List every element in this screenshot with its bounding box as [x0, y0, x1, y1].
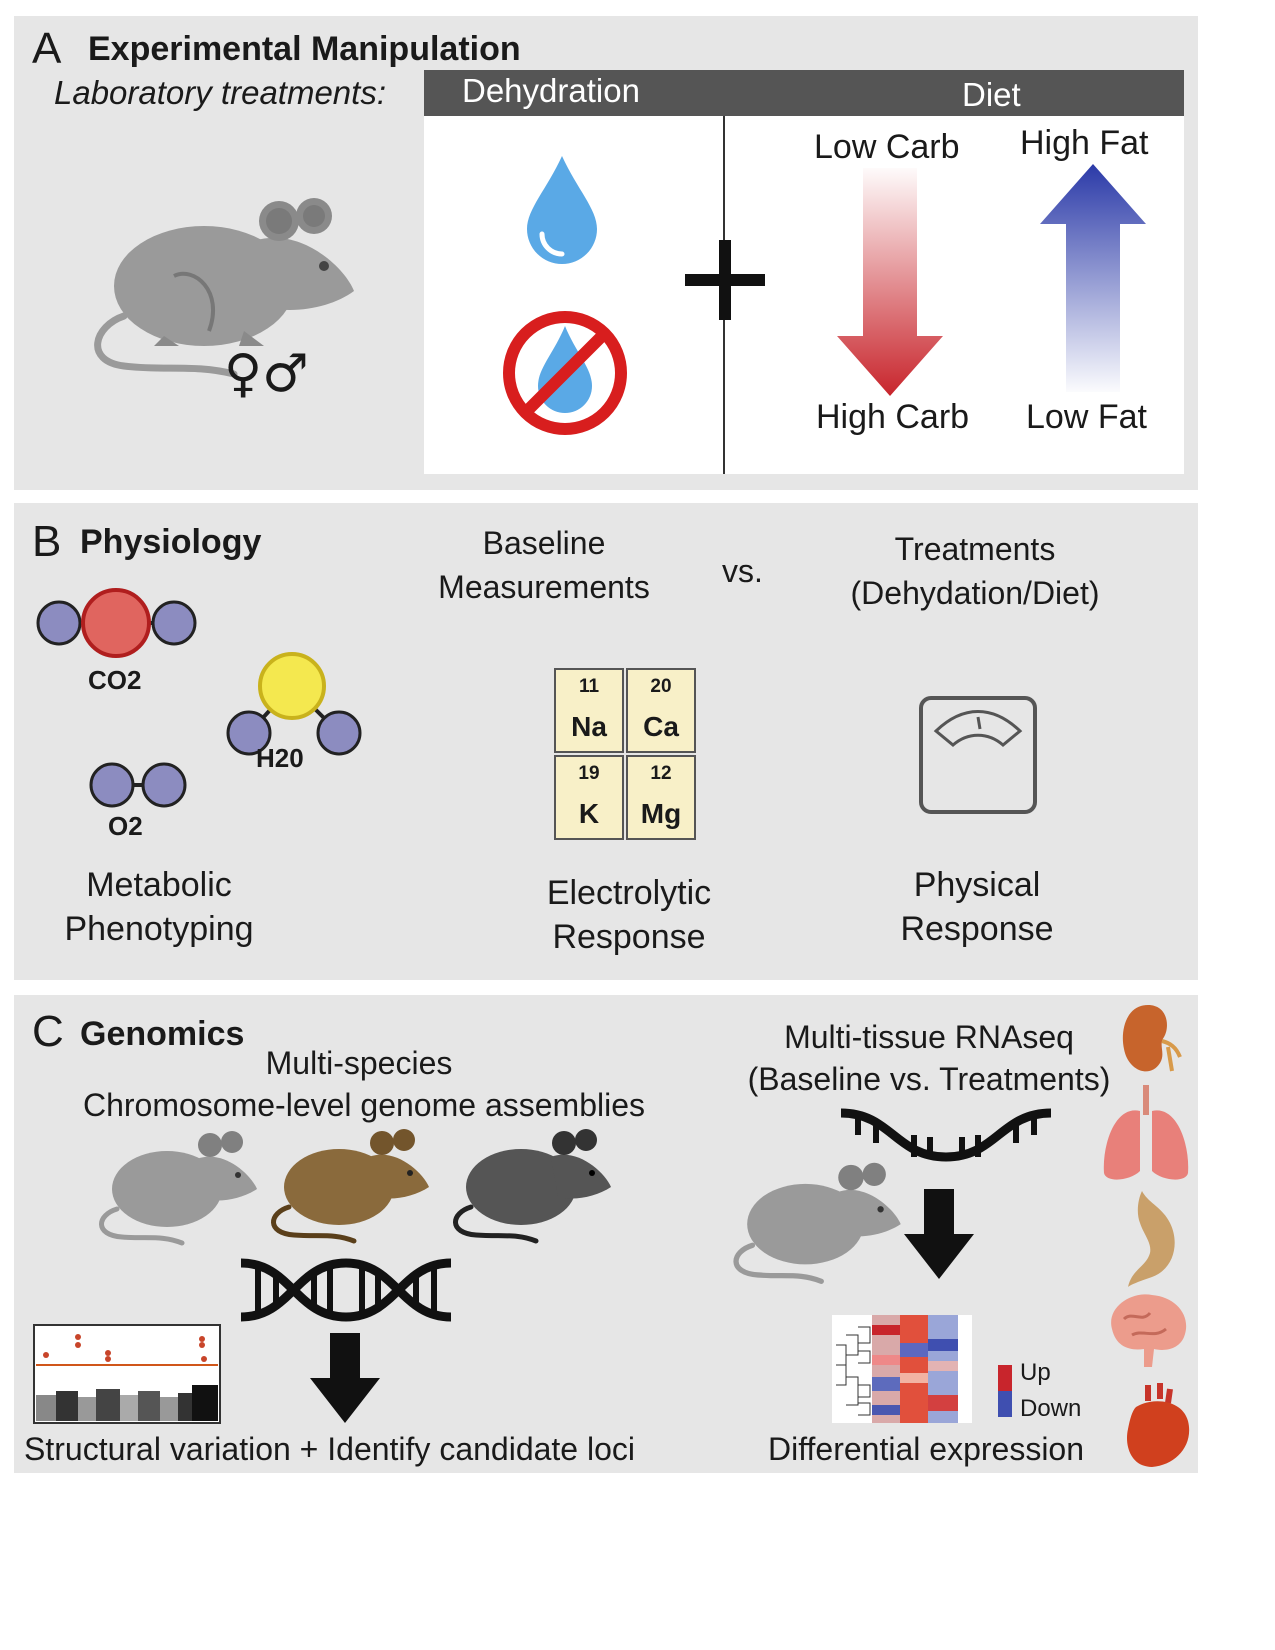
scale-icon	[919, 696, 1037, 814]
high-carb-label: High Carb	[816, 398, 970, 436]
legend-up-swatch	[998, 1365, 1012, 1391]
treatments-label-b: Treatments (Dehydation/Diet)	[850, 531, 1100, 611]
assemblies-label: Chromosome-level genome assemblies	[82, 1087, 645, 1123]
vs-label: vs.	[722, 553, 763, 589]
sex-symbols: ♀♂	[224, 344, 309, 404]
treatments-label: Laboratory treatments:	[54, 74, 386, 111]
mouse-gray-icon-right	[733, 1162, 901, 1284]
manhattan-plot	[33, 1324, 221, 1424]
metabolic-label: Metabolic Phenotyping	[64, 866, 254, 948]
heart-icon	[1127, 1383, 1190, 1467]
dehydration-header: Dehydration	[462, 72, 640, 109]
legend-down-swatch	[998, 1391, 1012, 1417]
panel-a: A Experimental Manipulation Laboratory t…	[14, 16, 1198, 490]
element-number: 20	[650, 676, 672, 697]
diet-header: Diet	[962, 76, 1021, 113]
physical-label: Physical Response	[900, 866, 1054, 948]
plus-icon	[685, 240, 765, 320]
h2o-label: H20	[256, 743, 304, 773]
element-symbol: Na	[571, 711, 607, 742]
panel-b-title: Physiology	[80, 523, 262, 561]
legend-up-label: Up	[1020, 1359, 1051, 1386]
baseline-label: Baseline Measurements	[438, 525, 650, 605]
panel-a-letter: A	[32, 24, 62, 73]
element-na: 11 Na	[554, 668, 624, 753]
down-arrow-icon	[310, 1333, 380, 1423]
dna-icon	[240, 1258, 452, 1322]
water-drop-icon	[527, 156, 597, 264]
multi-species-label: Multi-species	[265, 1045, 453, 1081]
panel-b-letter: B	[32, 517, 62, 566]
element-k: 19 K	[554, 755, 624, 840]
panel-a-title: Experimental Manipulation	[88, 30, 521, 68]
rnaseq-line1: Multi-tissue RNAseq	[784, 1019, 1074, 1055]
panel-c: C Genomics Multi-species Chromosome-leve…	[14, 995, 1198, 1473]
element-number: 11	[578, 676, 600, 697]
down-arrow-icon-right	[904, 1189, 974, 1279]
mouse-dark-icon	[453, 1129, 611, 1244]
element-number: 12	[650, 763, 672, 784]
electrolytic-label: Electrolytic Response	[546, 874, 712, 956]
mouse-icon	[94, 198, 354, 378]
fat-arrow-up	[1040, 164, 1146, 392]
low-fat-label: Low Fat	[1026, 398, 1147, 436]
element-ca: 20 Ca	[626, 668, 696, 753]
high-fat-label: High Fat	[1020, 124, 1149, 162]
panel-c-title: Genomics	[80, 1015, 245, 1053]
low-carb-label: Low Carb	[814, 128, 960, 166]
rnaseq-line2: (Baseline vs. Treatments)	[747, 1061, 1111, 1097]
o2-label: O2	[108, 811, 143, 841]
carb-arrow-down	[837, 168, 943, 396]
lungs-icon	[1103, 1085, 1189, 1180]
kidney-icon	[1122, 1005, 1182, 1072]
molecules-icon	[36, 588, 362, 808]
element-mg: 12 Mg	[626, 755, 696, 840]
legend-down-label: Down	[1020, 1395, 1082, 1422]
stomach-icon	[1128, 1191, 1175, 1287]
treatment-area	[424, 116, 1184, 474]
dna-icon-right	[840, 1108, 1052, 1162]
panel-c-letter: C	[32, 1007, 64, 1056]
heatmap	[832, 1315, 972, 1423]
mouse-gray-icon	[99, 1131, 257, 1246]
panel-b: B Physiology Baseline Measurements vs. T…	[14, 503, 1198, 980]
element-symbol: K	[578, 798, 600, 829]
element-symbol: Mg	[640, 798, 682, 829]
treatment-header-bar	[424, 70, 1184, 116]
element-number: 19	[578, 763, 600, 784]
structural-label: Structural variation + Identify candidat…	[24, 1431, 635, 1467]
no-water-icon	[503, 311, 627, 435]
brain-icon	[1111, 1294, 1187, 1367]
element-symbol: Ca	[643, 711, 679, 742]
mouse-brown-icon	[271, 1129, 429, 1244]
diff-expr-label: Differential expression	[768, 1431, 1085, 1467]
co2-label: CO2	[88, 665, 142, 695]
